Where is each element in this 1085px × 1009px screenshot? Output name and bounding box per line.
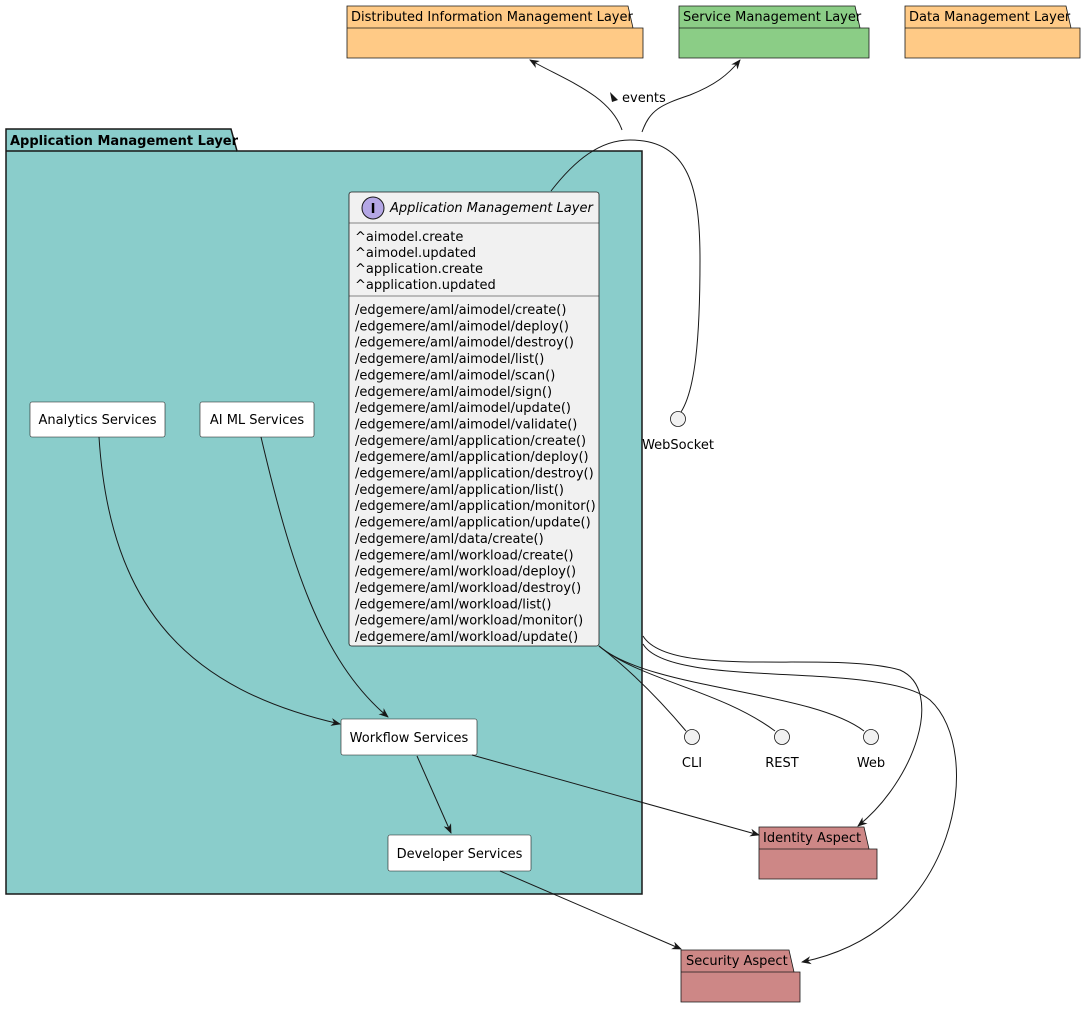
interface-method: /edgemere/aml/aimodel/destroy() — [355, 336, 574, 351]
interface-label: CLI — [682, 756, 702, 771]
edge-workflow-to-identity — [471, 754, 760, 837]
edge-to-service-management — [641, 59, 741, 133]
package-label: Service Management Layer — [683, 10, 862, 25]
interface-event: ^aimodel.create — [355, 230, 463, 245]
edge-package-to-identity — [642, 635, 923, 827]
interface-method: /edgemere/aml/aimodel/list() — [355, 352, 544, 367]
interface-method: /edgemere/aml/aimodel/scan() — [355, 368, 555, 383]
stereotype-letter: I — [371, 202, 376, 217]
edge-label-events: events — [622, 91, 666, 106]
interface-class-application-management-layer[interactable]: I Application Management Layer ^aimodel.… — [348, 191, 600, 647]
edge-workflow-to-developer — [416, 755, 452, 834]
interface-methods: /edgemere/aml/aimodel/create()/edgemere/… — [355, 303, 596, 645]
interface-method: /edgemere/aml/application/update() — [355, 516, 591, 531]
interface-circle-icon — [863, 729, 879, 745]
web-interface[interactable]: Web — [857, 729, 885, 772]
interface-method: /edgemere/aml/aimodel/validate() — [355, 417, 577, 432]
cli-interface[interactable]: CLI — [682, 729, 702, 772]
interface-event: ^aimodel.updated — [355, 246, 476, 261]
edge-analytics-to-workflow — [98, 436, 341, 726]
interface-events: ^aimodel.create^aimodel.updated^applicat… — [355, 230, 496, 293]
developer-services-node[interactable]: Developer Services — [387, 834, 532, 872]
workflow-services-node[interactable]: Workflow Services — [340, 718, 478, 756]
node-label: Analytics Services — [39, 413, 157, 428]
websocket-interface[interactable]: WebSocket — [642, 411, 714, 454]
interface-label: WebSocket — [642, 438, 714, 453]
edge-developer-to-security — [499, 870, 682, 950]
ai-ml-services-node[interactable]: AI ML Services — [199, 401, 315, 438]
edge-class-to-web — [598, 645, 865, 732]
interface-method: /edgemere/aml/application/deploy() — [355, 450, 589, 465]
interface-method: /edgemere/aml/aimodel/sign() — [355, 385, 552, 400]
node-label: Workflow Services — [350, 731, 469, 746]
interface-circle-icon — [670, 411, 686, 427]
interface-method: /edgemere/aml/application/monitor() — [355, 499, 596, 514]
edges: events — [98, 59, 957, 965]
interface-label: REST — [765, 756, 798, 771]
interface-method: /edgemere/aml/data/create() — [355, 532, 544, 547]
interface-method: /edgemere/aml/aimodel/deploy() — [355, 319, 569, 334]
interface-stereotype-icon — [361, 196, 385, 220]
interface-circle-icon — [684, 729, 700, 745]
rest-interface[interactable]: REST — [765, 729, 799, 772]
package-service-management-layer[interactable]: Service Management Layer — [678, 5, 870, 59]
interface-method: /edgemere/aml/workload/destroy() — [355, 581, 581, 596]
interface-method: /edgemere/aml/application/list() — [355, 483, 564, 498]
analytics-services-node[interactable]: Analytics Services — [29, 401, 166, 438]
package-distributed-information-management-layer[interactable]: Distributed Information Management Layer — [346, 5, 644, 59]
package-label: Data Management Layer — [909, 10, 1071, 25]
interface-method: /edgemere/aml/workload/list() — [355, 597, 551, 612]
package-security-aspect[interactable]: Security Aspect — [680, 949, 801, 1003]
package-label: Distributed Information Management Layer — [351, 10, 633, 25]
interface-method: /edgemere/aml/application/destroy() — [355, 467, 594, 482]
interface-method: /edgemere/aml/workload/monitor() — [355, 614, 583, 629]
package-label: Security Aspect — [686, 954, 788, 969]
package-identity-aspect[interactable]: Identity Aspect — [758, 826, 878, 880]
interface-circle-icon — [774, 729, 790, 745]
events-direction-icon — [610, 92, 618, 102]
interface-method: /edgemere/aml/aimodel/create() — [355, 303, 566, 318]
interface-method: /edgemere/aml/workload/deploy() — [355, 565, 576, 580]
edge-package-to-security — [642, 643, 957, 965]
edge-class-to-cli — [598, 645, 687, 732]
interface-method: /edgemere/aml/application/create() — [355, 434, 586, 449]
interface-class-title: Application Management Layer — [389, 201, 594, 216]
interface-method: /edgemere/aml/aimodel/update() — [355, 401, 571, 416]
interface-event: ^application.updated — [355, 278, 496, 293]
edge-websocket — [550, 139, 701, 413]
interface-method: /edgemere/aml/workload/create() — [355, 548, 574, 563]
package-label: Identity Aspect — [763, 831, 861, 846]
interface-label: Web — [857, 756, 885, 771]
package-label: Application Management Layer — [10, 134, 239, 149]
edge-to-distributed-information — [529, 59, 623, 131]
node-label: Developer Services — [397, 847, 523, 862]
interface-method: /edgemere/aml/workload/update() — [355, 630, 578, 645]
interface-event: ^application.create — [355, 262, 483, 277]
package-data-management-layer[interactable]: Data Management Layer — [904, 5, 1081, 59]
node-label: AI ML Services — [210, 413, 304, 428]
edge-aiml-to-workflow — [260, 436, 389, 718]
